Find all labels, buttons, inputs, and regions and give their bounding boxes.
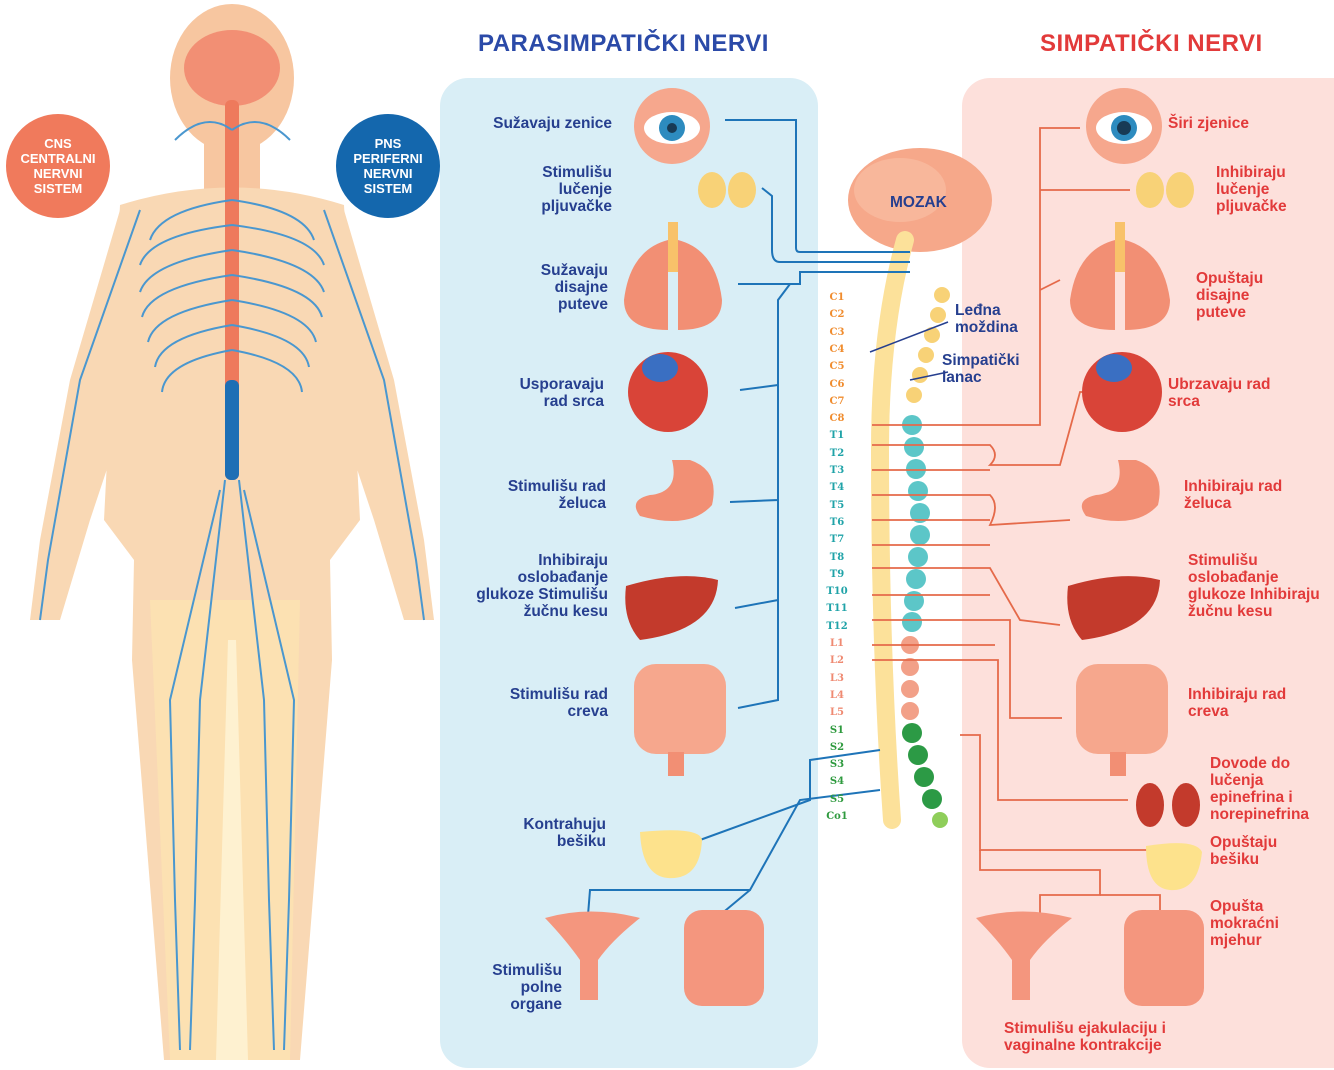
spinal-segment-label: T5: [822, 500, 852, 511]
spinal-segment-label: C7: [822, 396, 852, 407]
sym-heart: [1082, 352, 1162, 432]
sym-effect-label: Inhibiraju lučenje pljuvačke: [1216, 164, 1316, 215]
para-effect-label: Stimulišu rad creva: [500, 686, 608, 720]
spinal-segment-label: L3: [822, 673, 852, 684]
para-male-organs: [684, 910, 764, 1006]
sym-intestines: [1076, 664, 1168, 776]
spinal-segment-label: S3: [822, 759, 852, 770]
para-effect-label: Inhibiraju oslobađanje glukoze Stimulišu…: [456, 552, 608, 620]
sym-effect-label: Opušta mokraćni mjehur: [1210, 898, 1320, 949]
spinal-segment-label: C1: [822, 292, 852, 303]
para-effect-label: Kontrahuju bešiku: [496, 816, 606, 850]
head-brain-shape: [184, 30, 280, 106]
sym-salivary-glands: [1136, 172, 1194, 208]
spinal-segment-label: Co1: [822, 811, 852, 822]
parasympathetic-lines: [588, 120, 910, 915]
para-bladder: [640, 830, 702, 878]
sympathetic-chain-label: Simpatički lanac: [942, 352, 1032, 386]
spinal-segment-label: S2: [822, 742, 852, 753]
sym-eye: [1086, 88, 1162, 164]
para-liver: [625, 576, 718, 640]
sym-lungs: [1070, 222, 1170, 330]
sym-effect-label: Ubrzavaju rad srca: [1168, 376, 1278, 410]
sym-effect-label: Opuštaju bešiku: [1210, 834, 1320, 868]
sym-effect-label: Inhibiraju rad želuca: [1184, 478, 1294, 512]
para-salivary-glands: [698, 172, 756, 208]
para-heart: [628, 352, 708, 432]
para-eye: [634, 88, 710, 164]
sym-effect-label: Širi zjenice: [1168, 115, 1288, 132]
sym-liver: [1067, 576, 1160, 640]
spinal-segment-label: S1: [822, 725, 852, 736]
spinal-segment-label: C5: [822, 361, 852, 372]
spinal-segment-label: T1: [822, 430, 852, 441]
spinal-segment-label: L1: [822, 638, 852, 649]
spinal-segment-label: T11: [822, 603, 852, 614]
spinal-segment-label: T6: [822, 517, 852, 528]
spinal-segment-label: C3: [822, 327, 852, 338]
para-lungs: [624, 222, 722, 330]
para-intestines: [634, 664, 726, 776]
spinal-segment-label: T12: [822, 621, 852, 632]
spinal-segment-label: L4: [822, 690, 852, 701]
spinal-segment-label: S5: [822, 794, 852, 805]
cns-circle: CNS CENTRALNI NERVNI SISTEM: [6, 114, 110, 218]
spinal-segment-label: T10: [822, 586, 852, 597]
sym-effect-label: Stimulišu ejakulaciju i vaginalne kontra…: [1004, 1020, 1204, 1054]
para-effect-label: Usporavaju rad srca: [494, 376, 604, 410]
spinal-segment-label: S4: [822, 776, 852, 787]
spinal-segment-label: T7: [822, 534, 852, 545]
para-effect-label: Stimulišu rad želuca: [494, 478, 606, 512]
sym-effect-label: Opuštaju disajne puteve: [1196, 270, 1296, 321]
spinal-segment-label: L2: [822, 655, 852, 666]
para-effect-label: Stimulišu lučenje pljuvačke: [512, 164, 612, 215]
sym-effect-label: Inhibiraju rad creva: [1188, 686, 1298, 720]
spinal-cord-label: Leđna moždina: [955, 302, 1035, 336]
spinal-segment-label: C6: [822, 379, 852, 390]
spinal-segment-label: C2: [822, 309, 852, 320]
para-effect-label: Stimulišu polne organe: [466, 962, 562, 1013]
para-effect-label: Sužavaju disajne puteve: [512, 262, 608, 313]
spinal-segment-label: T9: [822, 569, 852, 580]
sym-female-organs: [976, 912, 1072, 1001]
pns-circle: PNS PERIFERNI NERVNI SISTEM: [336, 114, 440, 218]
spinal-segment-label: C4: [822, 344, 852, 355]
spinal-segment-label: T2: [822, 448, 852, 459]
sym-bladder: [1146, 843, 1202, 890]
spinal-segment-label: C8: [822, 413, 852, 424]
sym-male-organs: [1124, 910, 1204, 1006]
sym-stomach: [1082, 460, 1160, 521]
sym-adrenals: [1136, 783, 1200, 827]
para-stomach: [636, 460, 714, 521]
sym-effect-label: Stimulišu oslobađanje glukoze Inhibiraju…: [1188, 552, 1328, 620]
spinal-segment-label: T8: [822, 552, 852, 563]
spinal-segment-label: T4: [822, 482, 852, 493]
sym-effect-label: Dovode do lučenja epinefrina i norepinef…: [1210, 755, 1330, 823]
para-effect-label: Sužavaju zenice: [452, 115, 612, 132]
spinal-segment-label: L5: [822, 707, 852, 718]
brain-label: MOZAK: [890, 194, 947, 211]
spinal-cord-shape: [880, 240, 905, 820]
spinal-segment-label: T3: [822, 465, 852, 476]
